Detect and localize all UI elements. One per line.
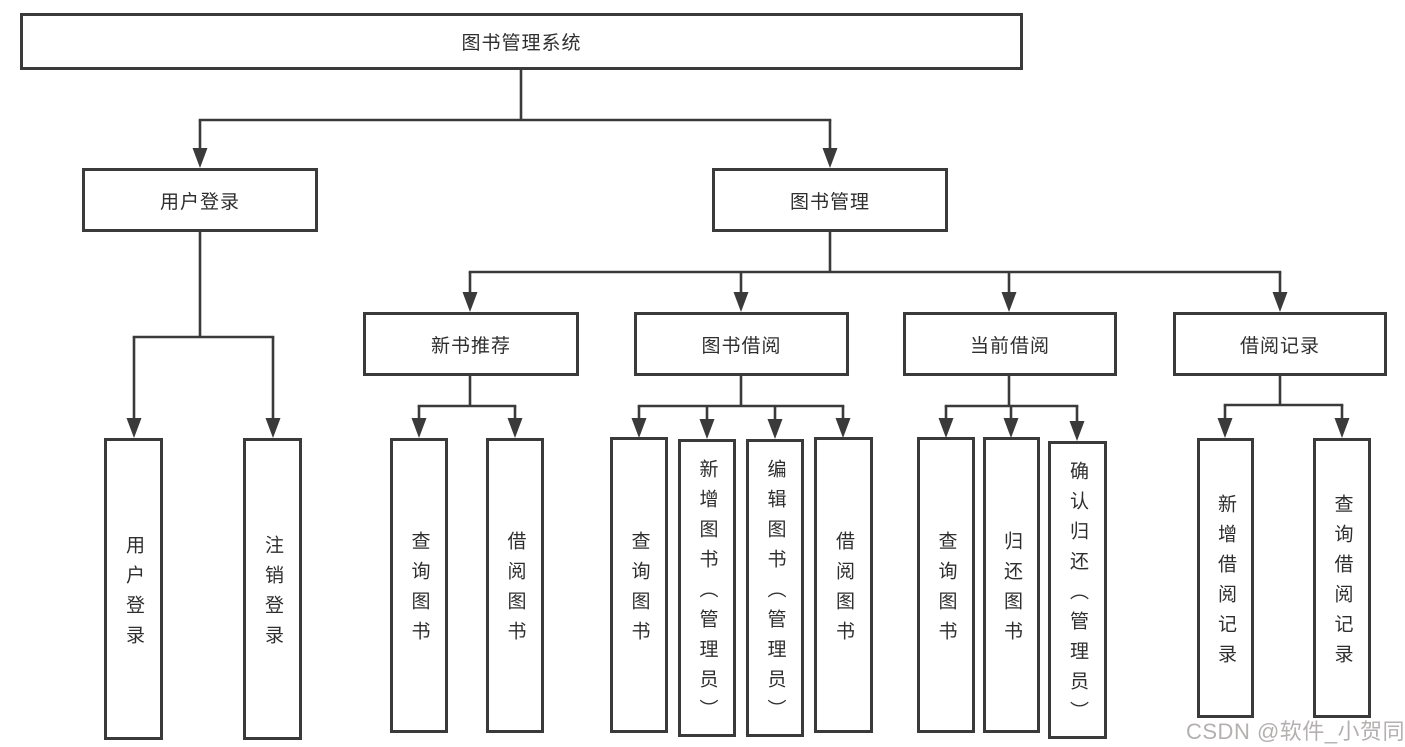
leaf-borrow-books-recommend-label: 借阅图书 xyxy=(504,531,526,651)
leaf-query-books-current-label: 查询图书 xyxy=(935,530,957,651)
csdn-watermark-brand: CSDN xyxy=(1186,719,1257,744)
leaf-query-books-borrowing-label: 查询图书 xyxy=(628,530,650,651)
leaf-add-borrow-record-label: 新增借阅记录 xyxy=(1215,493,1236,674)
node-user-login: 用户登录 xyxy=(82,168,318,232)
leaf-add-books-admin: 新增图书（管理员） xyxy=(678,439,736,737)
leaf-logout-label: 注销登录 xyxy=(262,534,283,655)
node-borrowing-records: 借阅记录 xyxy=(1173,312,1387,376)
leaf-borrow-books-label: 借阅图书 xyxy=(833,530,854,651)
leaf-query-books-recommend-label: 查询图书 xyxy=(408,531,430,651)
leaf-return-books: 归还图书 xyxy=(983,437,1040,733)
leaf-add-books-admin-label: 新增图书（管理员） xyxy=(696,458,718,729)
leaf-query-borrow-record-label: 查询借阅记录 xyxy=(1331,493,1353,674)
leaf-query-books-current: 查询图书 xyxy=(917,437,975,733)
leaf-confirm-return-admin-label: 确认归还（管理员） xyxy=(1067,460,1088,731)
node-new-book-recommendation: 新书推荐 xyxy=(363,312,579,376)
leaf-edit-books-admin-label: 编辑图书（管理员） xyxy=(764,458,786,729)
leaf-query-borrow-record: 查询借阅记录 xyxy=(1313,438,1371,718)
leaf-user-login-label: 用户登录 xyxy=(123,534,144,655)
node-book-borrowing: 图书借阅 xyxy=(634,312,849,376)
node-book-management: 图书管理 xyxy=(712,168,948,232)
leaf-query-books-borrowing: 查询图书 xyxy=(610,437,668,733)
leaf-logout: 注销登录 xyxy=(243,438,302,740)
leaf-add-borrow-record: 新增借阅记录 xyxy=(1197,438,1254,718)
csdn-watermark-handle: @软件_小贺同学 xyxy=(1256,719,1405,744)
node-library-system: 图书管理系统 xyxy=(20,13,1023,70)
leaf-borrow-books: 借阅图书 xyxy=(814,437,873,733)
leaf-confirm-return-admin: 确认归还（管理员） xyxy=(1048,441,1107,739)
leaf-user-login: 用户登录 xyxy=(104,438,163,740)
node-current-borrowing: 当前借阅 xyxy=(903,312,1117,376)
csdn-watermark: CSDN @软件_小贺同学 xyxy=(1186,714,1405,746)
leaf-query-books-recommend: 查询图书 xyxy=(390,438,448,733)
leaf-borrow-books-recommend: 借阅图书 xyxy=(486,438,544,733)
leaf-edit-books-admin: 编辑图书（管理员） xyxy=(746,439,804,737)
leaf-return-books-label: 归还图书 xyxy=(1001,530,1022,651)
